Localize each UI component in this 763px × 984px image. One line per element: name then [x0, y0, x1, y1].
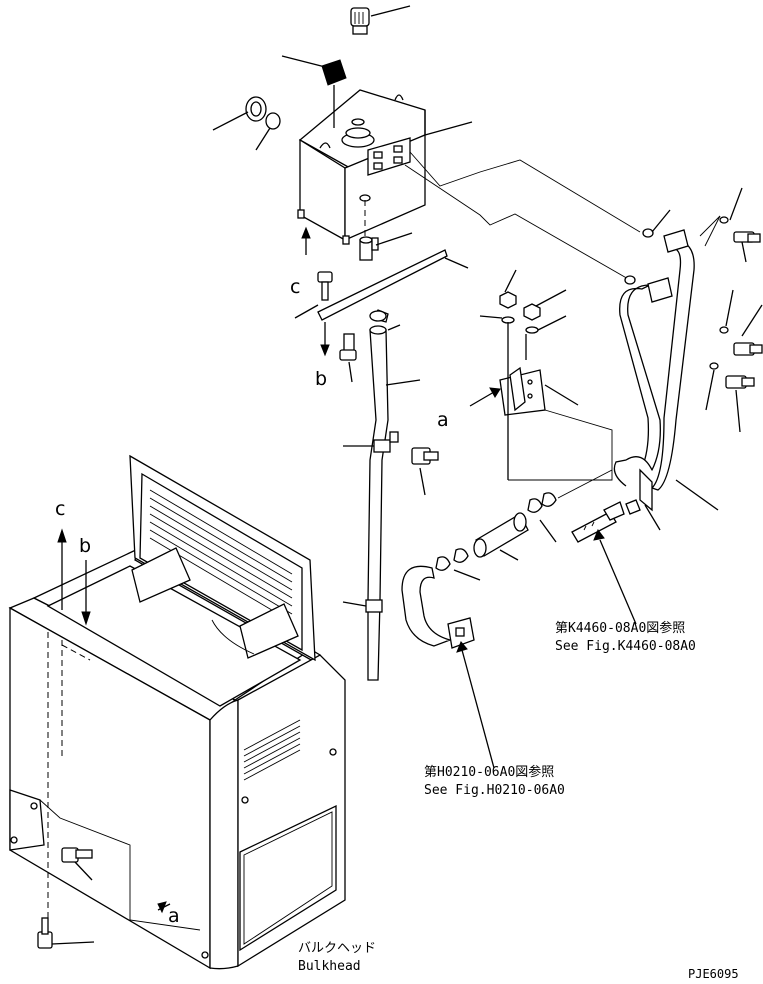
sight-plug	[212, 96, 281, 151]
flexible-hose	[435, 469, 613, 581]
drawing-code: PJE6095	[688, 967, 739, 981]
elbow-pipe	[401, 565, 475, 649]
tank-return-lines	[404, 151, 671, 285]
drain-leader	[375, 232, 413, 246]
ref-k4460-jp: 第K4460-08A0図参照	[555, 620, 685, 636]
bolt-c	[294, 271, 333, 319]
bulkhead-label-en: Bulkhead	[298, 959, 361, 974]
callout-c-top: c	[290, 276, 300, 298]
clamp-bolt	[411, 447, 439, 496]
arrow-c-head	[57, 528, 67, 543]
callout-b-bottom: b	[79, 535, 91, 557]
return-pipe	[613, 229, 719, 512]
reservoir-tank	[297, 89, 426, 261]
bulkhead-bolts	[37, 847, 171, 949]
cover-louvers	[149, 489, 293, 623]
ref-k4460-en: See Fig.K4460-08A0	[555, 639, 696, 654]
side-louvers	[243, 719, 301, 781]
tank-leader	[424, 121, 473, 136]
right-bolts	[699, 187, 763, 433]
ref-h0210-en: See Fig.H0210-06A0	[424, 783, 565, 798]
ref-h0210-jp: 第H0210-06A0図参照	[424, 764, 554, 780]
level-gauge	[281, 55, 347, 128]
suction-hose	[342, 310, 421, 681]
breather-cap	[350, 5, 411, 35]
ref-arrow-h0210	[456, 641, 468, 653]
bulkhead-label-jp: バルクヘッド	[298, 941, 376, 956]
callout-a-bottom: a	[168, 905, 180, 927]
callout-a-mid: a	[437, 409, 449, 431]
access-cover	[129, 454, 316, 662]
callout-c-bottom: c	[55, 498, 65, 520]
tank-bracket	[317, 249, 469, 323]
callout-b-top: b	[315, 368, 327, 390]
bolt-b	[320, 322, 357, 383]
arrow-b-head	[81, 611, 91, 626]
ref-leader-h0210	[461, 649, 495, 769]
threaded-fitting	[571, 499, 661, 625]
mounting-bracket	[469, 269, 613, 481]
